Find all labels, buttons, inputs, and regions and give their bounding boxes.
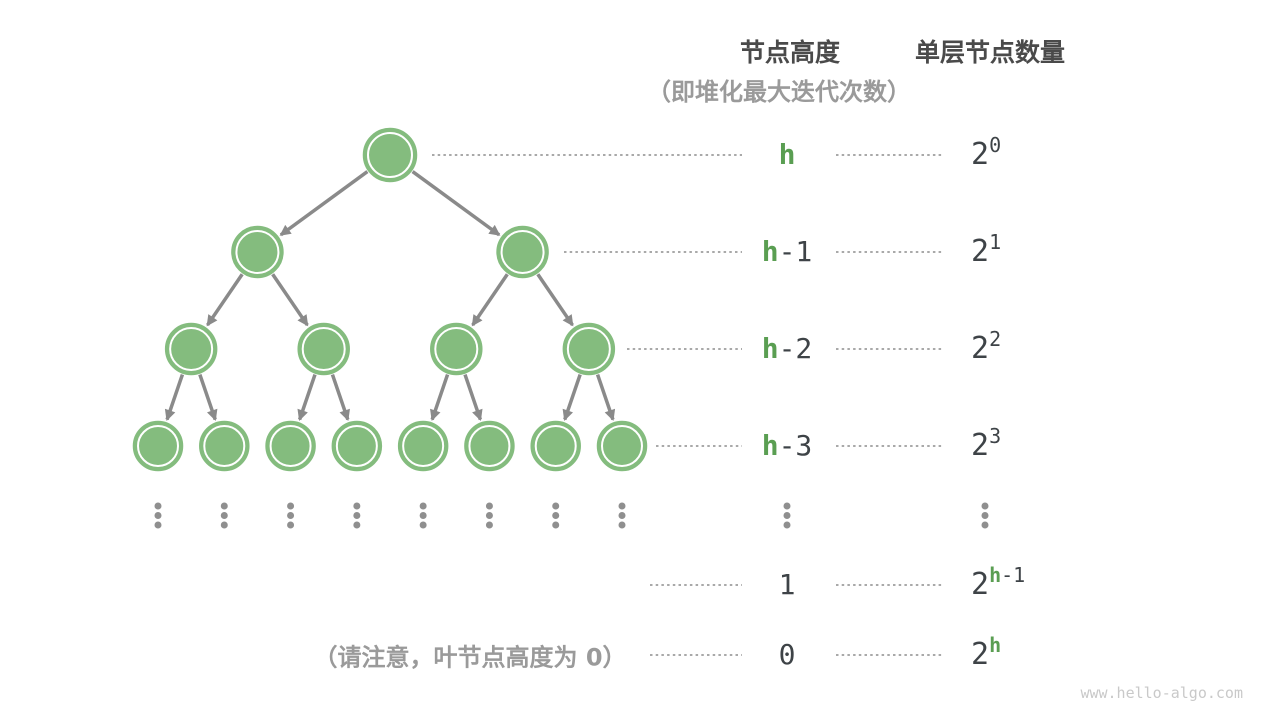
site-watermark: www.hello-algo.com	[1080, 684, 1243, 702]
column-subtitle-heapify-iterations: （即堆化最大迭代次数）	[647, 78, 911, 106]
count-2-pow-h: 2h	[971, 633, 1002, 672]
height-var: h	[761, 235, 779, 268]
exponent: h-1	[989, 563, 1026, 587]
height-label-h-3: h-3	[761, 429, 813, 462]
exponent: h	[989, 633, 1002, 657]
height-label-0: 0	[778, 638, 796, 671]
height-label-1: 1	[778, 568, 796, 601]
count-2-pow-3: 23	[971, 424, 1002, 463]
height-var: h	[778, 138, 796, 171]
leaf-height-note: （请注意，叶节点高度为 0）	[313, 643, 627, 672]
count-2-pow-h-1: 2h-1	[971, 563, 1026, 602]
exponent: 3	[989, 424, 1002, 448]
count-2-pow-1: 21	[971, 230, 1002, 269]
column-header-nodes-per-level: 单层节点数量	[914, 38, 1066, 67]
exponent: 1	[989, 230, 1002, 254]
exponent: 0	[989, 133, 1002, 157]
count-2-pow-0: 20	[971, 133, 1002, 172]
column-header-node-height: 节点高度	[739, 38, 841, 67]
count-2-pow-2: 22	[971, 327, 1002, 366]
height-label-h-1: h-1	[761, 235, 813, 268]
height-var: h	[761, 332, 779, 365]
height-var: h	[761, 429, 779, 462]
height-label-h: h	[727, 141, 847, 169]
height-label-h-2: h-2	[761, 332, 813, 365]
exponent: 2	[989, 327, 1002, 351]
